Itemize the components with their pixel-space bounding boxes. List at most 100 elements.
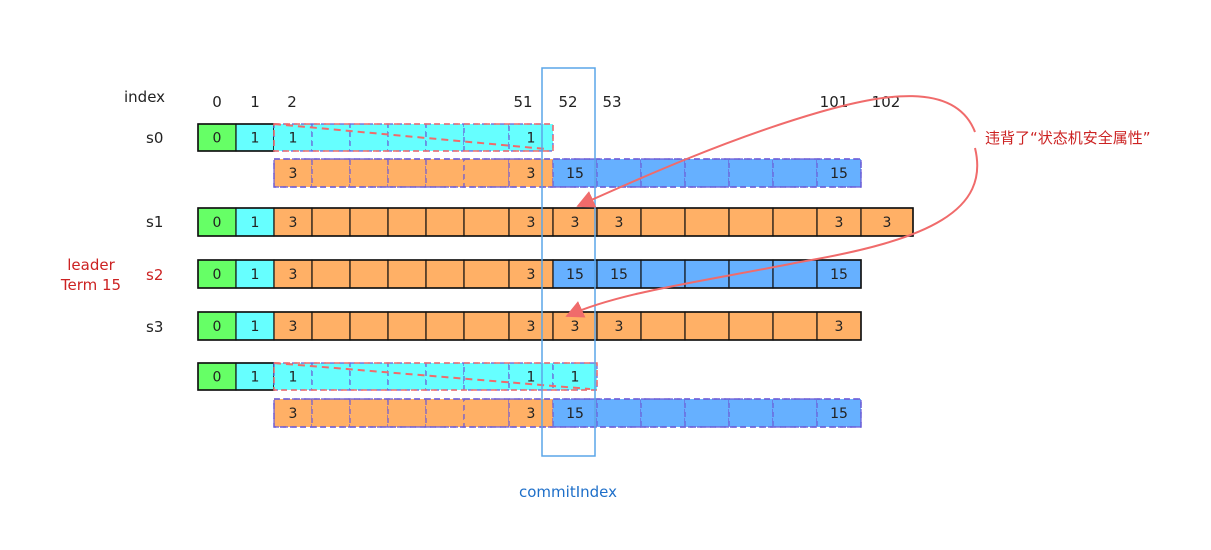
s4-strike-line <box>273 362 591 390</box>
log-entry-term: 1 <box>289 370 298 386</box>
log-entry-term: 1 <box>527 370 536 386</box>
log-entry <box>311 362 351 391</box>
index-number: 2 <box>287 93 297 111</box>
log-entry-term: 1 <box>251 370 260 386</box>
leader-label: leader <box>67 256 115 274</box>
log-entry <box>640 398 686 428</box>
index-label: index <box>124 88 165 106</box>
log-outline <box>273 158 862 188</box>
log-entry <box>728 398 774 428</box>
log-entry <box>273 123 313 152</box>
log-entry <box>387 311 427 341</box>
log-outline <box>197 207 914 237</box>
log-entry <box>425 259 465 289</box>
commit-index-box <box>541 67 596 457</box>
log-entry-term: 15 <box>566 267 584 283</box>
safety-violation-note: 违背了“状态机安全属性” <box>985 129 1151 147</box>
log-entry-term: 1 <box>251 131 260 147</box>
log-entry <box>425 207 465 237</box>
log-entry <box>508 158 554 188</box>
log-entry-term: 15 <box>566 406 584 422</box>
log-entry <box>640 259 686 289</box>
log-entry <box>349 311 389 341</box>
index-number: 51 <box>513 93 532 111</box>
log-entry <box>508 259 554 289</box>
log-entry <box>349 398 389 428</box>
log-entry <box>349 207 389 237</box>
log-entry-term: 1 <box>571 370 580 386</box>
log-entry <box>463 398 510 428</box>
log-entry <box>425 398 465 428</box>
log-entry <box>349 158 389 188</box>
log-entry-term: 15 <box>830 166 848 182</box>
log-entry <box>596 398 642 428</box>
log-entry-term: 0 <box>213 319 222 335</box>
log-entry-term: 3 <box>527 406 536 422</box>
log-entry <box>684 259 730 289</box>
log-entry <box>311 158 351 188</box>
log-entry <box>311 123 351 152</box>
violation-arrow-to-s1 <box>576 95 976 208</box>
log-entry <box>349 259 389 289</box>
log-entry-term: 3 <box>835 215 844 231</box>
log-entry-term: 3 <box>883 215 892 231</box>
log-entry <box>387 362 427 391</box>
log-entry-term: 3 <box>527 267 536 283</box>
log-entry <box>596 158 642 188</box>
log-entry <box>728 207 774 237</box>
log-entry-term: 1 <box>289 131 298 147</box>
log-entry <box>684 207 730 237</box>
log-entry-term: 15 <box>566 166 584 182</box>
log-entry <box>772 311 818 341</box>
log-entry <box>425 158 465 188</box>
log-entry-term: 3 <box>289 319 298 335</box>
log-entry-term: 1 <box>251 319 260 335</box>
violation-arrow-to-s3 <box>565 147 979 318</box>
log-entry <box>463 123 510 152</box>
leader-term-label: Term 15 <box>60 276 121 294</box>
log-outline <box>273 398 862 428</box>
log-entry <box>311 259 351 289</box>
log-entry <box>311 207 351 237</box>
log-entry-term: 1 <box>251 267 260 283</box>
log-entry-term: 3 <box>835 319 844 335</box>
log-entry <box>640 207 686 237</box>
log-entry-term: 3 <box>289 406 298 422</box>
log-entry <box>508 398 554 428</box>
log-entry <box>640 311 686 341</box>
index-number: 0 <box>212 93 222 111</box>
log-entry-term: 15 <box>610 267 628 283</box>
log-entry <box>816 158 862 188</box>
log-entry-term: 3 <box>615 215 624 231</box>
log-entry <box>425 311 465 341</box>
log-entry <box>463 259 510 289</box>
log-entry-term: 15 <box>830 267 848 283</box>
log-entry <box>311 311 351 341</box>
index-number: 53 <box>602 93 621 111</box>
s0-strike-line <box>273 123 547 150</box>
log-outline <box>273 123 554 152</box>
log-entry <box>463 311 510 341</box>
log-entry-term: 0 <box>213 215 222 231</box>
server-label-s2: s2 <box>146 266 163 284</box>
log-entry <box>772 398 818 428</box>
log-entry-term: 15 <box>830 406 848 422</box>
log-entry-term: 1 <box>527 131 536 147</box>
log-entry-term: 3 <box>289 267 298 283</box>
log-entry <box>273 362 313 391</box>
log-entry <box>197 123 237 152</box>
log-entry <box>772 207 818 237</box>
log-s4-overwritten: 1 1 1 <box>273 362 598 391</box>
log-entry <box>349 362 389 391</box>
log-entry-term: 0 <box>213 370 222 386</box>
log-entry-term: 3 <box>289 166 298 182</box>
log-entry <box>772 259 818 289</box>
log-entry-term: 1 <box>251 215 260 231</box>
log-entry <box>552 362 598 391</box>
